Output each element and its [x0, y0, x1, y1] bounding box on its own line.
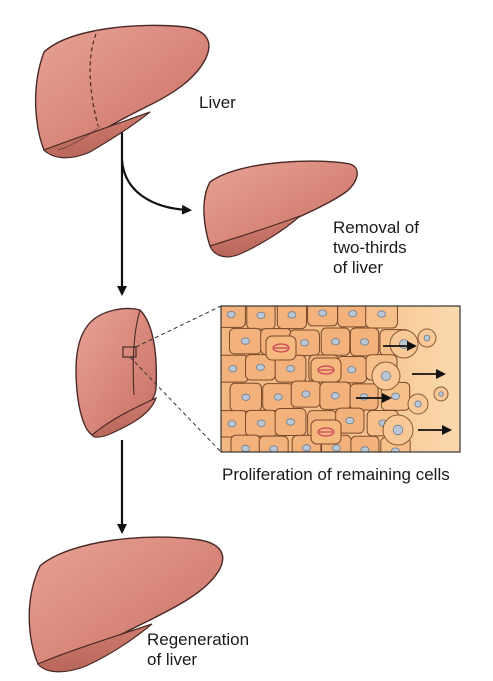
proliferation-label: Proliferation of remaining cells — [222, 465, 450, 484]
removed-liver-illustration — [203, 160, 358, 258]
zoom-line-top — [135, 305, 222, 348]
regeneration-label-line-2: of liver — [147, 650, 198, 669]
arrow-removal — [120, 159, 192, 215]
remaining-liver-illustration — [75, 307, 158, 438]
regeneration-label: Regeneration of liver — [147, 630, 249, 670]
whole-liver-illustration — [34, 24, 210, 159]
tissue-inset — [220, 305, 461, 453]
removal-label-line-2: two-thirds — [333, 238, 407, 257]
zoom-line-bottom — [129, 356, 222, 453]
removal-label: Removal of two-thirds of liver — [333, 218, 419, 278]
regenerated-liver-illustration — [28, 536, 224, 673]
regeneration-label-line-1: Regeneration — [147, 630, 250, 649]
removal-label-line-1: Removal of — [333, 218, 419, 237]
removal-label-line-3: of liver — [333, 258, 384, 277]
liver-label: Liver — [199, 93, 236, 112]
